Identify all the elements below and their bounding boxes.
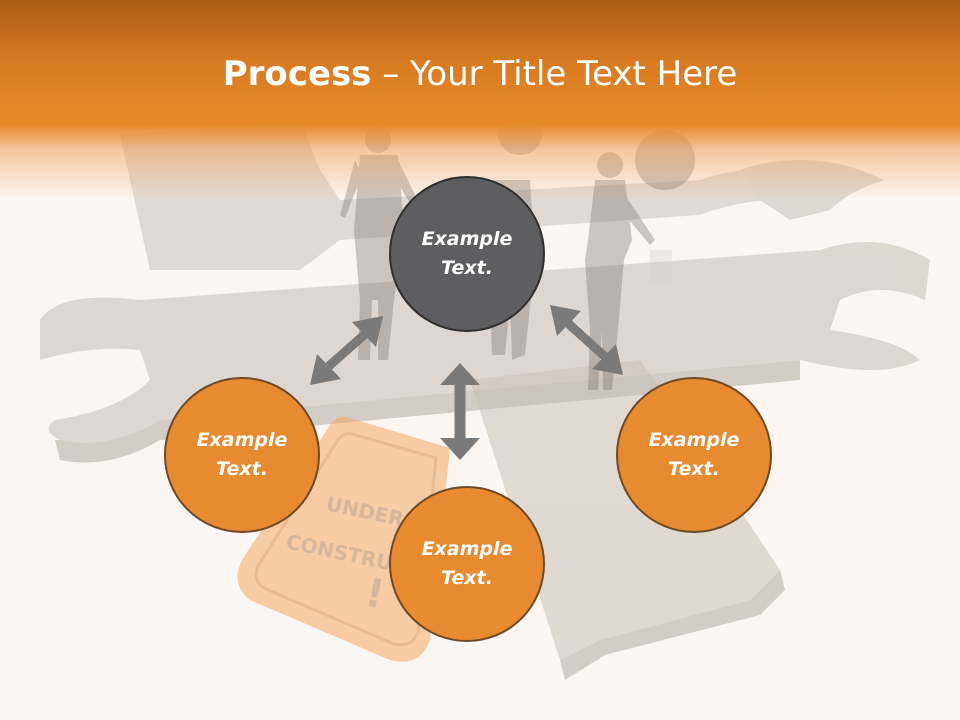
node-right-line1: Example [648,429,740,451]
process-node-bottom[interactable]: Example Text. [389,486,545,642]
double-arrow-right-icon [550,305,623,375]
node-bottom-line2: Text. [441,567,493,589]
double-arrow-vertical-icon [440,363,480,460]
node-top-line2: Text. [441,257,493,279]
node-bottom-line1: Example [421,538,513,560]
node-top-line1: Example [421,228,513,250]
process-node-top[interactable]: Example Text. [389,176,545,332]
title-bold: Process [222,54,372,94]
construction-sign-icon: UNDER CONSTRUC ! [237,416,450,662]
node-left-line2: Text. [216,458,268,480]
node-right-line2: Text. [668,458,720,480]
process-node-left[interactable]: Example Text. [164,377,320,533]
header-band [0,0,960,200]
process-node-right[interactable]: Example Text. [616,377,772,533]
page-title: Process – Your Title Text Here [0,50,960,98]
title-rest: – Your Title Text Here [371,54,738,94]
double-arrow-left-icon [310,316,383,385]
node-left-line1: Example [196,429,288,451]
